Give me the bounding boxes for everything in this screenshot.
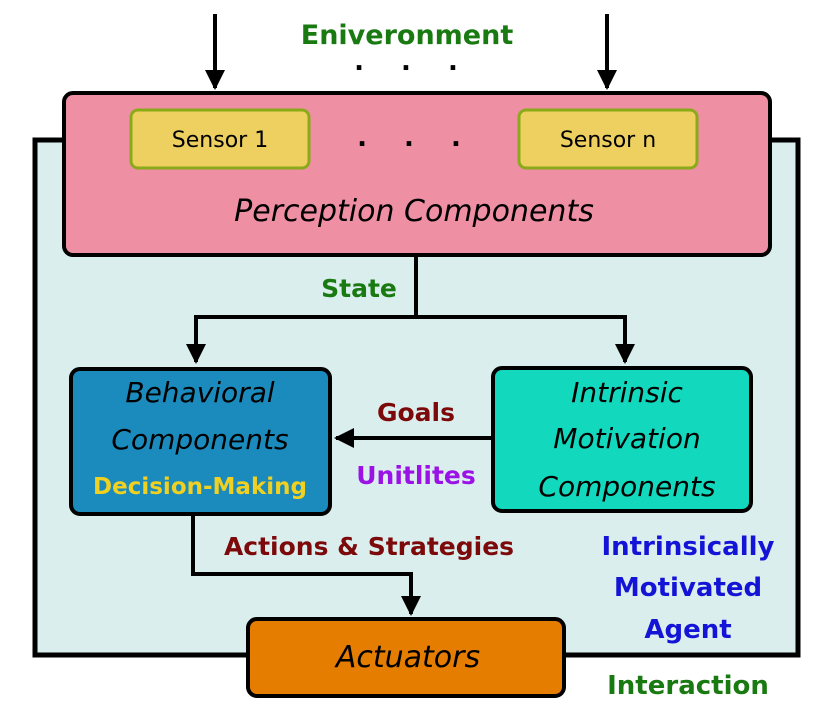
goals-label: Goals [377,398,455,427]
behavioral-line1: Behavioral [125,376,274,409]
behavioral-line2: Components [111,423,288,456]
intrinsic-line2: Motivation [553,422,700,455]
actions-arrow [191,514,421,616]
environment-ellipsis: . . . [354,47,472,77]
sensor-first-box [129,108,311,170]
behavioral-components-box [69,367,332,516]
actuators-label: Actuators [334,640,480,675]
decision-making-label: Decision-Making [93,474,307,500]
sensor-ellipsis: . . . [357,123,475,153]
perception-title: Perception Components [234,194,594,229]
sensor-last-box [517,108,699,170]
state-label: State [321,274,397,303]
agent-label-line1: Intrinsically [602,532,775,562]
agent-label-line2: Motivated [614,573,762,603]
intrinsic-line3: Components [538,470,715,503]
state-arrow-intrinsic [414,315,635,364]
utilities-label: Unitlites [356,461,476,490]
environment-label: Eniveronment [301,20,514,51]
agent-label-line3: Agent [644,615,731,645]
actions-label: Actions & Strategies [224,532,514,561]
actuators-box [246,617,566,698]
intrinsic-line1: Intrinsic [571,376,683,409]
interaction-label: Interaction [607,671,769,701]
sensor-last-label: Sensor n [560,128,656,153]
sensor-first-label: Sensor 1 [172,128,268,153]
